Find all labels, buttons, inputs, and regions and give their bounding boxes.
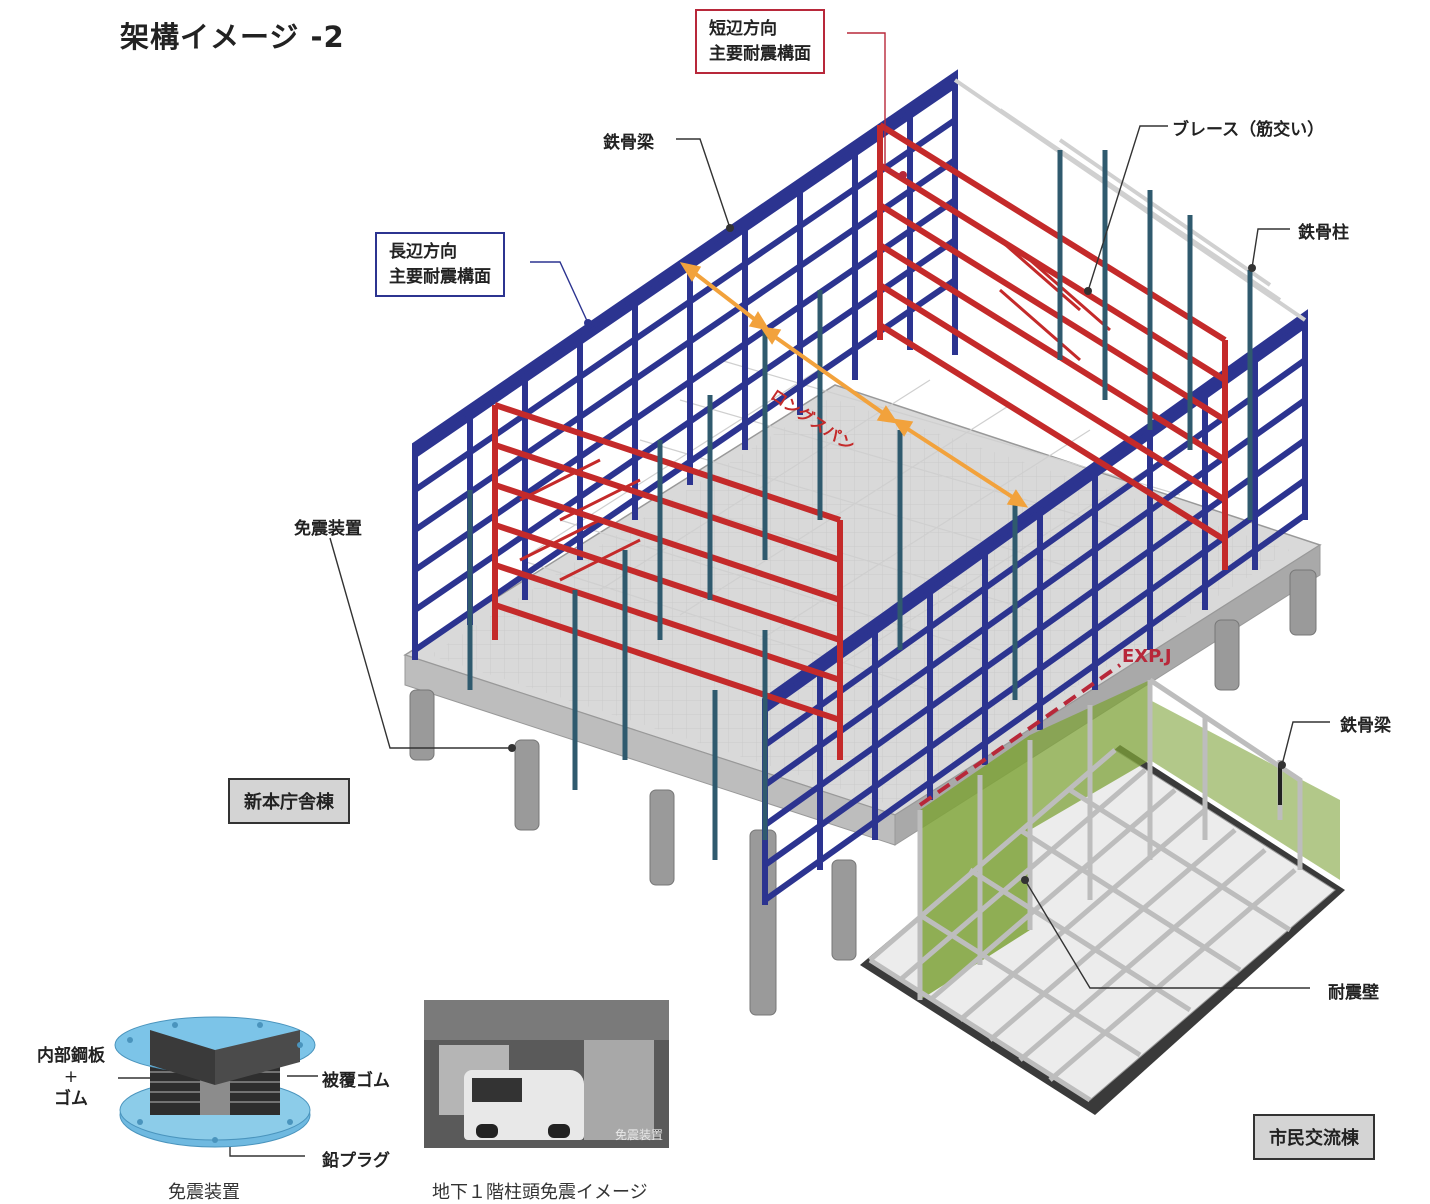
steel-beam-top-label: 鉄骨梁 [603, 133, 654, 153]
lead-plug-label: 鉛プラグ [322, 1151, 390, 1171]
inner-plate-label-plus: + [63, 1067, 79, 1088]
ghost-roof-frame [953, 78, 1307, 322]
photo-van [464, 1070, 584, 1140]
short-direction-label-line2: 主要耐震構面 [709, 43, 811, 64]
short-direction-frame-right [877, 122, 1228, 570]
inner-plate-label-line1: 内部鋼板 [37, 1046, 105, 1066]
page-title: 架構イメージ -2 [120, 20, 345, 54]
steel-columns [467, 150, 1253, 860]
new-office-building-label: 新本庁舎棟 [228, 778, 350, 824]
photo-isolator [584, 1040, 654, 1140]
bearing-detail-drawing [114, 1016, 316, 1148]
foundation-slab [403, 384, 1322, 846]
photo-overlay-text: 免震装置 [614, 1128, 663, 1142]
isolation-piles [409, 569, 1317, 1016]
steel-column-label: 鉄骨柱 [1298, 223, 1349, 243]
steel-beam-right-label: 鉄骨梁 [1340, 716, 1391, 736]
photo-caption: 地下１階柱頭免震イメージ [432, 1182, 648, 1203]
short-direction-label: 短辺方向 主要耐震構面 [695, 9, 825, 75]
civic-exchange-building-label: 市民交流棟 [1253, 1114, 1375, 1160]
bearing-caption: 免震装置 [168, 1182, 240, 1203]
civic-building [860, 677, 1345, 1115]
inner-plate-label: 内部鋼板 + ゴム [25, 1046, 117, 1110]
long-direction-label-line2: 主要耐震構面 [389, 266, 491, 287]
short-direction-frame-left [492, 402, 843, 760]
exp-joint-label: EXP.J [1122, 646, 1172, 667]
leader-lines [118, 32, 1330, 1157]
cover-rubber-label: 被覆ゴム [322, 1071, 390, 1091]
isolation-device-label: 免震装置 [294, 519, 362, 539]
brace-label: ブレース（筋交い） [1172, 120, 1325, 140]
long-span-arrows [679, 262, 1029, 508]
seismic-wall-label: 耐震壁 [1328, 983, 1379, 1003]
photo-ceiling [424, 1000, 669, 1040]
inner-plate-label-line2: ゴム [54, 1088, 88, 1109]
basement-isolation-photo: 免震装置 [424, 1000, 669, 1148]
long-direction-label-line1: 長辺方向 [389, 242, 457, 262]
exp-joint-line [918, 663, 1122, 807]
leader-dots [508, 171, 1286, 884]
long-direction-label: 長辺方向 主要耐震構面 [375, 232, 505, 298]
short-direction-label-line1: 短辺方向 [709, 19, 777, 39]
